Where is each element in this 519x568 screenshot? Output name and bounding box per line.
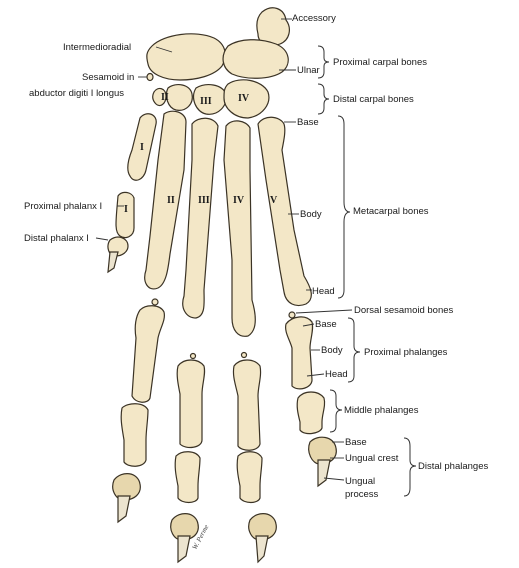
metacarpal-one — [127, 113, 157, 181]
ulnar-carpal-bone — [222, 39, 289, 79]
distal-phalanx-one-base — [107, 236, 129, 257]
label-distal-base: Base — [345, 437, 367, 448]
label-ungual-process-line2: process — [345, 489, 379, 500]
sesamoid-dot — [240, 351, 248, 359]
label-distal-carpal-bones: Distal carpal bones — [333, 94, 414, 105]
metacarpal-numeral-one: I — [140, 142, 144, 153]
metacarpal-five — [257, 116, 312, 307]
distal-phalanx-one-claw — [107, 251, 119, 274]
label-proximal-phalanges: Proximal phalanges — [364, 347, 448, 358]
distal-phalanx-two-base — [112, 473, 141, 501]
metacarpal-numeral-three: III — [198, 195, 210, 206]
accessory-carpal-bone — [256, 7, 290, 47]
dorsal-sesamoid-dot — [288, 311, 296, 319]
distal-carpal-one — [152, 87, 167, 107]
leader-intermedioradial — [155, 46, 173, 53]
distal-carpal-three — [193, 84, 227, 115]
label-sesamoid-line2: abductor digiti I longus — [29, 88, 124, 99]
label-proximal-body: Body — [321, 345, 343, 356]
brace-metacarpal — [337, 115, 351, 299]
label-ulnar: Ulnar — [297, 65, 320, 76]
metacarpal-numeral-five: V — [270, 195, 278, 206]
distal-carpal-two — [165, 84, 193, 111]
sesamoid-dot — [151, 298, 159, 306]
label-middle-phalanges: Middle phalanges — [344, 405, 419, 416]
brace-proximal-phalanges — [347, 317, 361, 383]
distal-phalanx-three-claw — [177, 535, 191, 564]
label-distal-phalanges: Distal phalanges — [418, 461, 488, 472]
label-dorsal-sesamoid-bones: Dorsal sesamoid bones — [354, 305, 454, 316]
proximal-phalanx-two — [131, 305, 165, 403]
sesamoid-dot — [189, 352, 197, 360]
leader-head-prox — [306, 373, 325, 377]
brace-distal-phalanges — [403, 437, 417, 497]
distal-carpal-four — [223, 79, 270, 119]
distal-phalanx-five-base — [308, 436, 337, 465]
label-accessory: Accessory — [292, 13, 336, 24]
label-proximal-base: Base — [315, 319, 337, 330]
phalanx-numeral-one: I — [124, 204, 128, 215]
label-metacarpal-bones: Metacarpal bones — [353, 206, 429, 217]
label-proximal-head: Head — [325, 369, 348, 380]
sesamoid-bone — [146, 72, 154, 82]
distal-phalanx-five-claw — [317, 459, 331, 488]
proximal-phalanx-three — [176, 359, 206, 449]
leader-base-prox — [302, 323, 315, 327]
middle-phalanx-two — [120, 403, 149, 467]
brace-distal-carpal — [317, 83, 330, 115]
label-ungual-process-line1: Ungual — [345, 476, 375, 487]
metacarpal-four — [223, 120, 256, 337]
label-metacarpal-body: Body — [300, 209, 322, 220]
label-metacarpal-base: Base — [297, 117, 319, 128]
distal-phalanx-two-claw — [117, 495, 131, 524]
leader-dorsal-sesamoid — [295, 309, 353, 314]
proximal-phalanx-one — [115, 191, 135, 239]
label-distal-phalanx-one: Distal phalanx I — [24, 233, 89, 244]
metacarpal-numeral-two: II — [167, 195, 175, 206]
middle-phalanx-four — [236, 451, 263, 504]
metacarpal-three — [182, 117, 219, 319]
carpal-numeral-two: II — [161, 92, 169, 103]
carpal-numeral-four: IV — [238, 93, 250, 104]
distal-phalanx-four-claw — [255, 535, 269, 564]
intermedioradial-carpal-bone — [146, 33, 226, 81]
label-sesamoid-line1: Sesamoid in — [82, 72, 134, 83]
metacarpal-numeral-four: IV — [233, 195, 245, 206]
proximal-phalanx-five — [285, 316, 314, 390]
brace-proximal-carpal — [317, 45, 330, 79]
label-proximal-phalanx-one: Proximal phalanx I — [24, 201, 102, 212]
middle-phalanx-three — [174, 451, 201, 504]
label-intermedioradial: Intermedioradial — [63, 42, 131, 53]
brace-middle-phalanges — [329, 389, 343, 433]
distal-phalanx-three-base — [170, 513, 199, 541]
distal-phalanx-four-base — [248, 513, 277, 541]
carpal-numeral-three: III — [200, 96, 212, 107]
proximal-phalanx-four — [232, 359, 262, 451]
label-metacarpal-head: Head — [312, 286, 335, 297]
leader-ungual-process — [323, 477, 345, 481]
leader-distal-phalanx-one — [95, 237, 109, 241]
label-ungual-crest: Ungual crest — [345, 453, 399, 464]
label-proximal-carpal-bones: Proximal carpal bones — [333, 57, 427, 68]
middle-phalanx-five — [296, 391, 326, 435]
metacarpal-two — [144, 110, 187, 290]
